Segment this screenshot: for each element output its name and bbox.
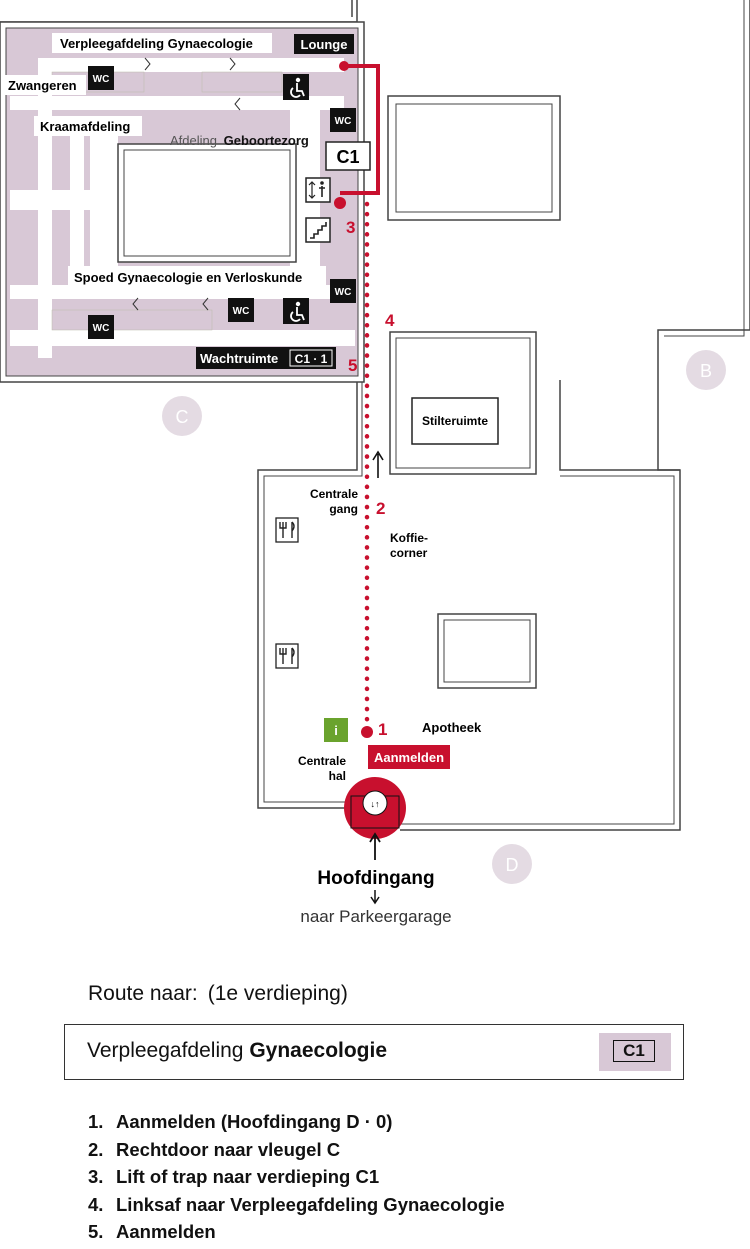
svg-text:WC: WC <box>93 323 110 334</box>
lift-icon <box>305 177 331 203</box>
info-icon: i <box>324 718 348 742</box>
revolving-door-icon: ↓↑ <box>371 799 380 809</box>
svg-text:Afdeling Geboortezorg: Afdeling Geboortezorg <box>170 133 309 148</box>
step-marker-5: 5 <box>348 356 357 375</box>
wing-b-outline <box>657 0 750 471</box>
svg-text:WC: WC <box>335 287 352 298</box>
accessible-toilet-icon <box>283 74 309 100</box>
step-marker-3: 3 <box>346 218 355 237</box>
accessible-toilet-icon <box>283 298 309 324</box>
centrale-hal-label-1: Centrale <box>298 754 346 768</box>
wing-d-badge: D <box>506 855 519 875</box>
parking-arrow-icon <box>370 890 380 905</box>
koffiecorner-label-1: Koffie- <box>390 531 428 545</box>
wachtruimte-label: Wachtruimte <box>200 351 278 366</box>
wing-c-badge: C <box>176 407 189 427</box>
restaurant-icon <box>275 517 299 543</box>
c1-floor-label: C1 <box>336 147 359 167</box>
destination-box: Verpleegafdeling Gynaecologie C1 <box>64 1024 684 1080</box>
wachtruimte-code: C1 · 1 <box>295 352 328 366</box>
route-title-label: Route naar: <box>88 982 198 1005</box>
route-step: 3.Lift of trap naar verdieping C1 <box>88 1166 380 1187</box>
centrale-gang-label-1: Centrale <box>310 487 358 501</box>
hoofdingang-label: Hoofdingang <box>317 868 434 889</box>
destination-bold: Gynaecologie <box>249 1039 388 1062</box>
entrance-arrow-icon <box>369 832 381 860</box>
floor-map: B C D Verpleegafdeling Gynaecologie Loun… <box>0 0 750 926</box>
parkeergarage-label: naar Parkeergarage <box>300 907 451 926</box>
wing-d-outline <box>257 380 681 831</box>
route-title: Route naar: (1e verdieping) <box>88 982 348 1006</box>
wing-b-badge: B <box>700 361 712 381</box>
wc-icon: WC <box>88 315 114 339</box>
wc-icon: WC <box>330 108 356 132</box>
centrale-hal-label-2: hal <box>329 769 346 783</box>
geboortezorg-label: Geboortezorg <box>224 133 309 148</box>
destination-label: Verpleegafdeling Gynaecologie <box>87 1039 387 1063</box>
svg-text:WC: WC <box>233 306 250 317</box>
destination-prefix: Verpleegafdeling <box>87 1039 244 1062</box>
route-step: 2.Rechtdoor naar vleugel C <box>88 1138 341 1160</box>
destination-code: C1 <box>613 1040 655 1062</box>
aanmelden-label: Aanmelden <box>374 750 444 765</box>
route-solid-line <box>340 64 380 195</box>
svg-text:WC: WC <box>93 74 110 85</box>
afdeling-prefix: Afdeling <box>170 133 217 148</box>
koffiecorner-label-2: corner <box>390 546 428 560</box>
kraamafdeling-label: Kraamafdeling <box>40 119 130 134</box>
centrale-gang-label-2: gang <box>329 502 358 516</box>
restaurant-icon <box>275 643 299 669</box>
step-marker-4: 4 <box>385 311 395 330</box>
svg-text:WC: WC <box>335 116 352 127</box>
spoed-label: Spoed Gynaecologie en Verloskunde <box>74 270 302 285</box>
route-step: 5.Aanmelden <box>88 1221 216 1242</box>
wc-icon: WC <box>88 66 114 90</box>
verpleegafdeling-label: Verpleegafdeling Gynaecologie <box>60 36 253 51</box>
direction-arrow-icon <box>372 450 384 478</box>
stairs-icon <box>305 217 331 243</box>
zwangeren-label: Zwangeren <box>8 78 77 93</box>
route-step: 1.Aanmelden (Hoofdingang D · 0) <box>88 1111 393 1132</box>
stilteruimte-label: Stilteruimte <box>422 414 488 428</box>
apotheek-label: Apotheek <box>422 720 482 735</box>
lounge-label: Lounge <box>301 37 348 52</box>
wc-icon: WC <box>330 279 356 303</box>
route-floor-label: (1e verdieping) <box>207 982 348 1005</box>
main-entrance-marker: ↓↑ <box>344 777 406 839</box>
destination-code-badge: C1 <box>599 1033 671 1071</box>
step-marker-2: 2 <box>376 499 385 518</box>
wc-icon: WC <box>228 298 254 322</box>
route-step: 4.Linksaf naar Verpleegafdeling Gynaecol… <box>88 1193 505 1215</box>
svg-text:i: i <box>334 723 338 738</box>
step-marker-1: 1 <box>378 720 387 739</box>
route-steps: 1.Aanmelden (Hoofdingang D · 0) 2.Rechtd… <box>88 1108 505 1246</box>
